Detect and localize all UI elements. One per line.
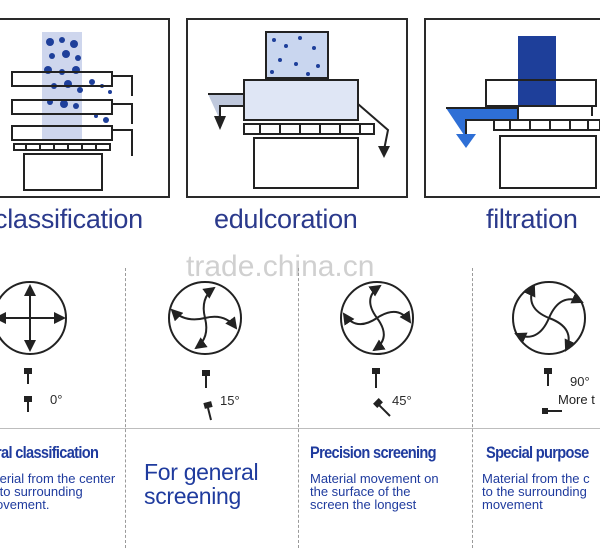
- motion-title-90: Special purpose: [486, 443, 589, 462]
- motion-diagram-90deg: [512, 281, 586, 355]
- classification-panel: [0, 18, 170, 198]
- weight-angle-45-icon: [372, 368, 391, 417]
- column-divider: [472, 268, 473, 548]
- process-label-classification: classification: [0, 204, 143, 234]
- filtration-panel: [424, 18, 600, 198]
- angle-label-90: 90°: [570, 374, 590, 389]
- section-divider: [0, 428, 600, 429]
- motion-description-0: terial from the center to surrounding ov…: [0, 471, 116, 512]
- motion-diagram-15deg: [168, 281, 242, 355]
- column-divider: [298, 268, 299, 548]
- filtration-machine-diagram: [446, 36, 600, 189]
- angle-label-15: 15°: [220, 393, 240, 408]
- column-divider: [125, 268, 126, 548]
- weight-angle-15-icon: [202, 370, 213, 421]
- angle-label-0: 0°: [50, 392, 63, 407]
- edulcoration-panel: [186, 18, 408, 198]
- motion-description-90: Material from the c to the surrounding m…: [482, 471, 590, 512]
- edulcoration-machine-diagram: [208, 31, 390, 189]
- motion-description-45: Material movement on the surface of the …: [310, 471, 439, 512]
- motion-diagram-45deg: [340, 281, 414, 355]
- more-label: More t: [558, 392, 595, 407]
- process-label-filtration: filtration: [486, 204, 578, 234]
- motion-title-15: For general screening: [144, 459, 259, 509]
- motion-title-45: Precision screening: [310, 443, 437, 462]
- motion-title-0: ral classification: [0, 443, 99, 462]
- classification-machine-diagram: [11, 32, 133, 191]
- motion-diagram-0deg: [0, 281, 67, 355]
- weight-angle-0-icon: [24, 368, 32, 412]
- process-label-edulcoration: edulcoration: [214, 204, 358, 234]
- weight-angle-90-icon: [542, 368, 562, 414]
- watermark: trade.china.cn: [186, 250, 375, 283]
- angle-label-45: 45°: [392, 393, 412, 408]
